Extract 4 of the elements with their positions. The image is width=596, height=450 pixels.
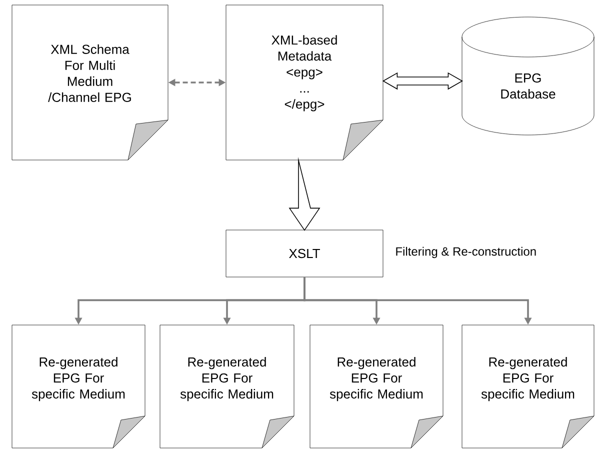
node-caption: Filtering & Re-construction [396,246,536,258]
database-cylinder: EPG Database [462,16,594,136]
node-label: EPG Database [501,73,556,99]
process-box: XSLT [226,230,384,278]
